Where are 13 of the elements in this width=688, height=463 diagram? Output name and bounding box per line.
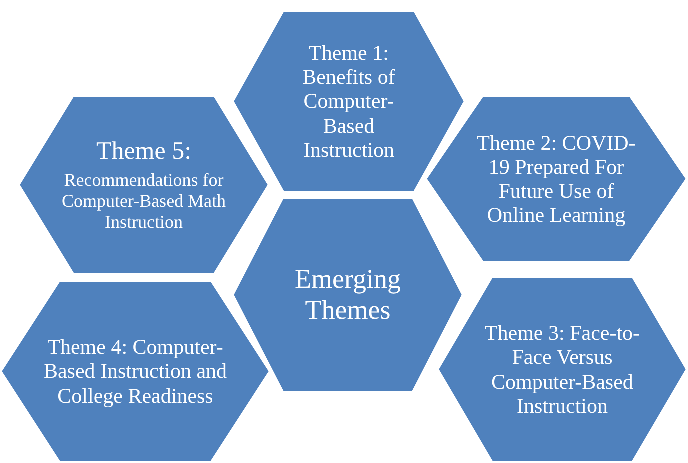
- hexagon: [425, 95, 688, 263]
- theme-title: Emerging Themes: [294, 264, 402, 326]
- hexagon: [0, 280, 271, 463]
- hexagon: [232, 197, 464, 393]
- hexagon: [437, 276, 688, 463]
- theme-title: Theme 3: Face-to-Face Versus Computer-Based Instruction: [484, 321, 642, 418]
- theme-text: Recommendations for Computer-Based Math Instruction: [60, 170, 228, 232]
- theme-title: Theme 5:: [96, 138, 192, 166]
- hexagon: [232, 10, 466, 193]
- theme-title: Theme 2: COVID-19 Prepared For Future Use of Online Learning: [476, 130, 636, 228]
- theme-title: Theme 1: Benefits of Computer-Based Instruction: [302, 41, 396, 162]
- theme-title: Theme 4: Computer-Based Instruction and College Readiness: [42, 335, 228, 408]
- hexagon: [18, 95, 270, 275]
